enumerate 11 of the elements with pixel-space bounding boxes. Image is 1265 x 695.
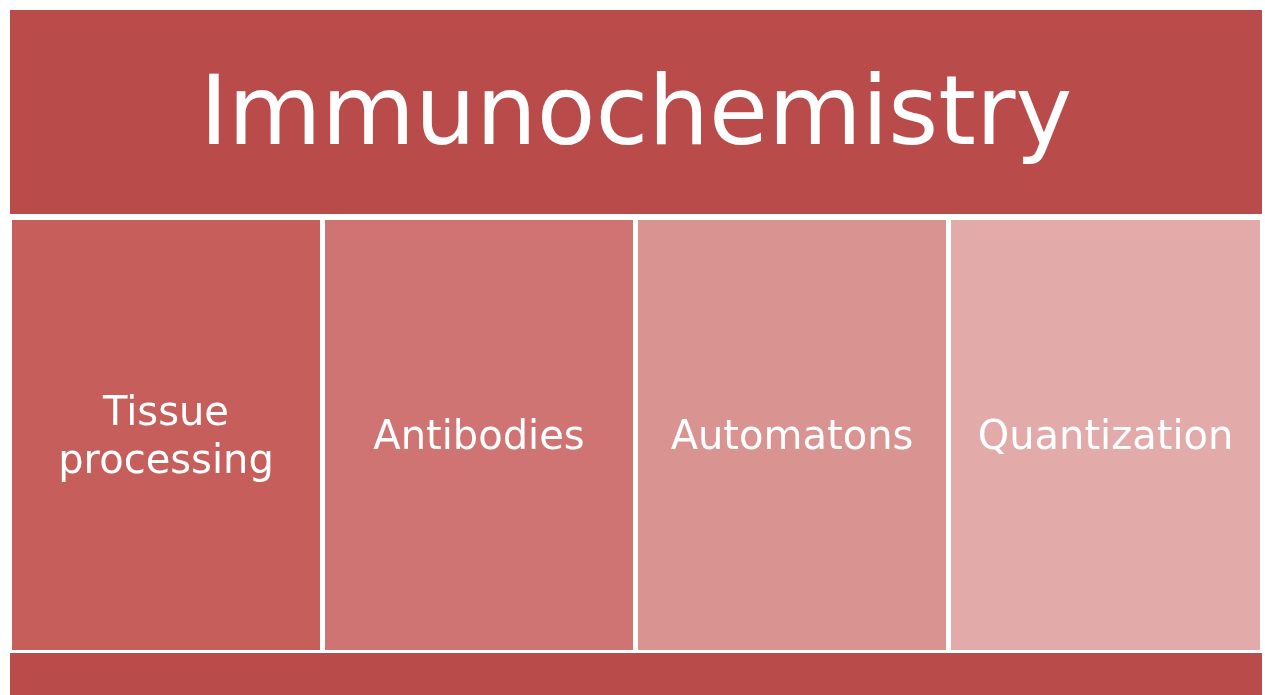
panel-label: Automatons — [669, 411, 915, 459]
panel-label: Tissue processing — [57, 387, 275, 483]
category-panel — [325, 220, 633, 650]
title-text: Immunochemistry — [198, 54, 1074, 170]
footer-band — [10, 653, 1262, 695]
title-band — [10, 10, 1262, 214]
category-panel — [638, 220, 946, 650]
category-panel — [951, 220, 1260, 650]
category-panel — [12, 220, 320, 650]
panel-label: Quantization — [976, 411, 1235, 459]
panel-label: Antibodies — [372, 411, 586, 459]
